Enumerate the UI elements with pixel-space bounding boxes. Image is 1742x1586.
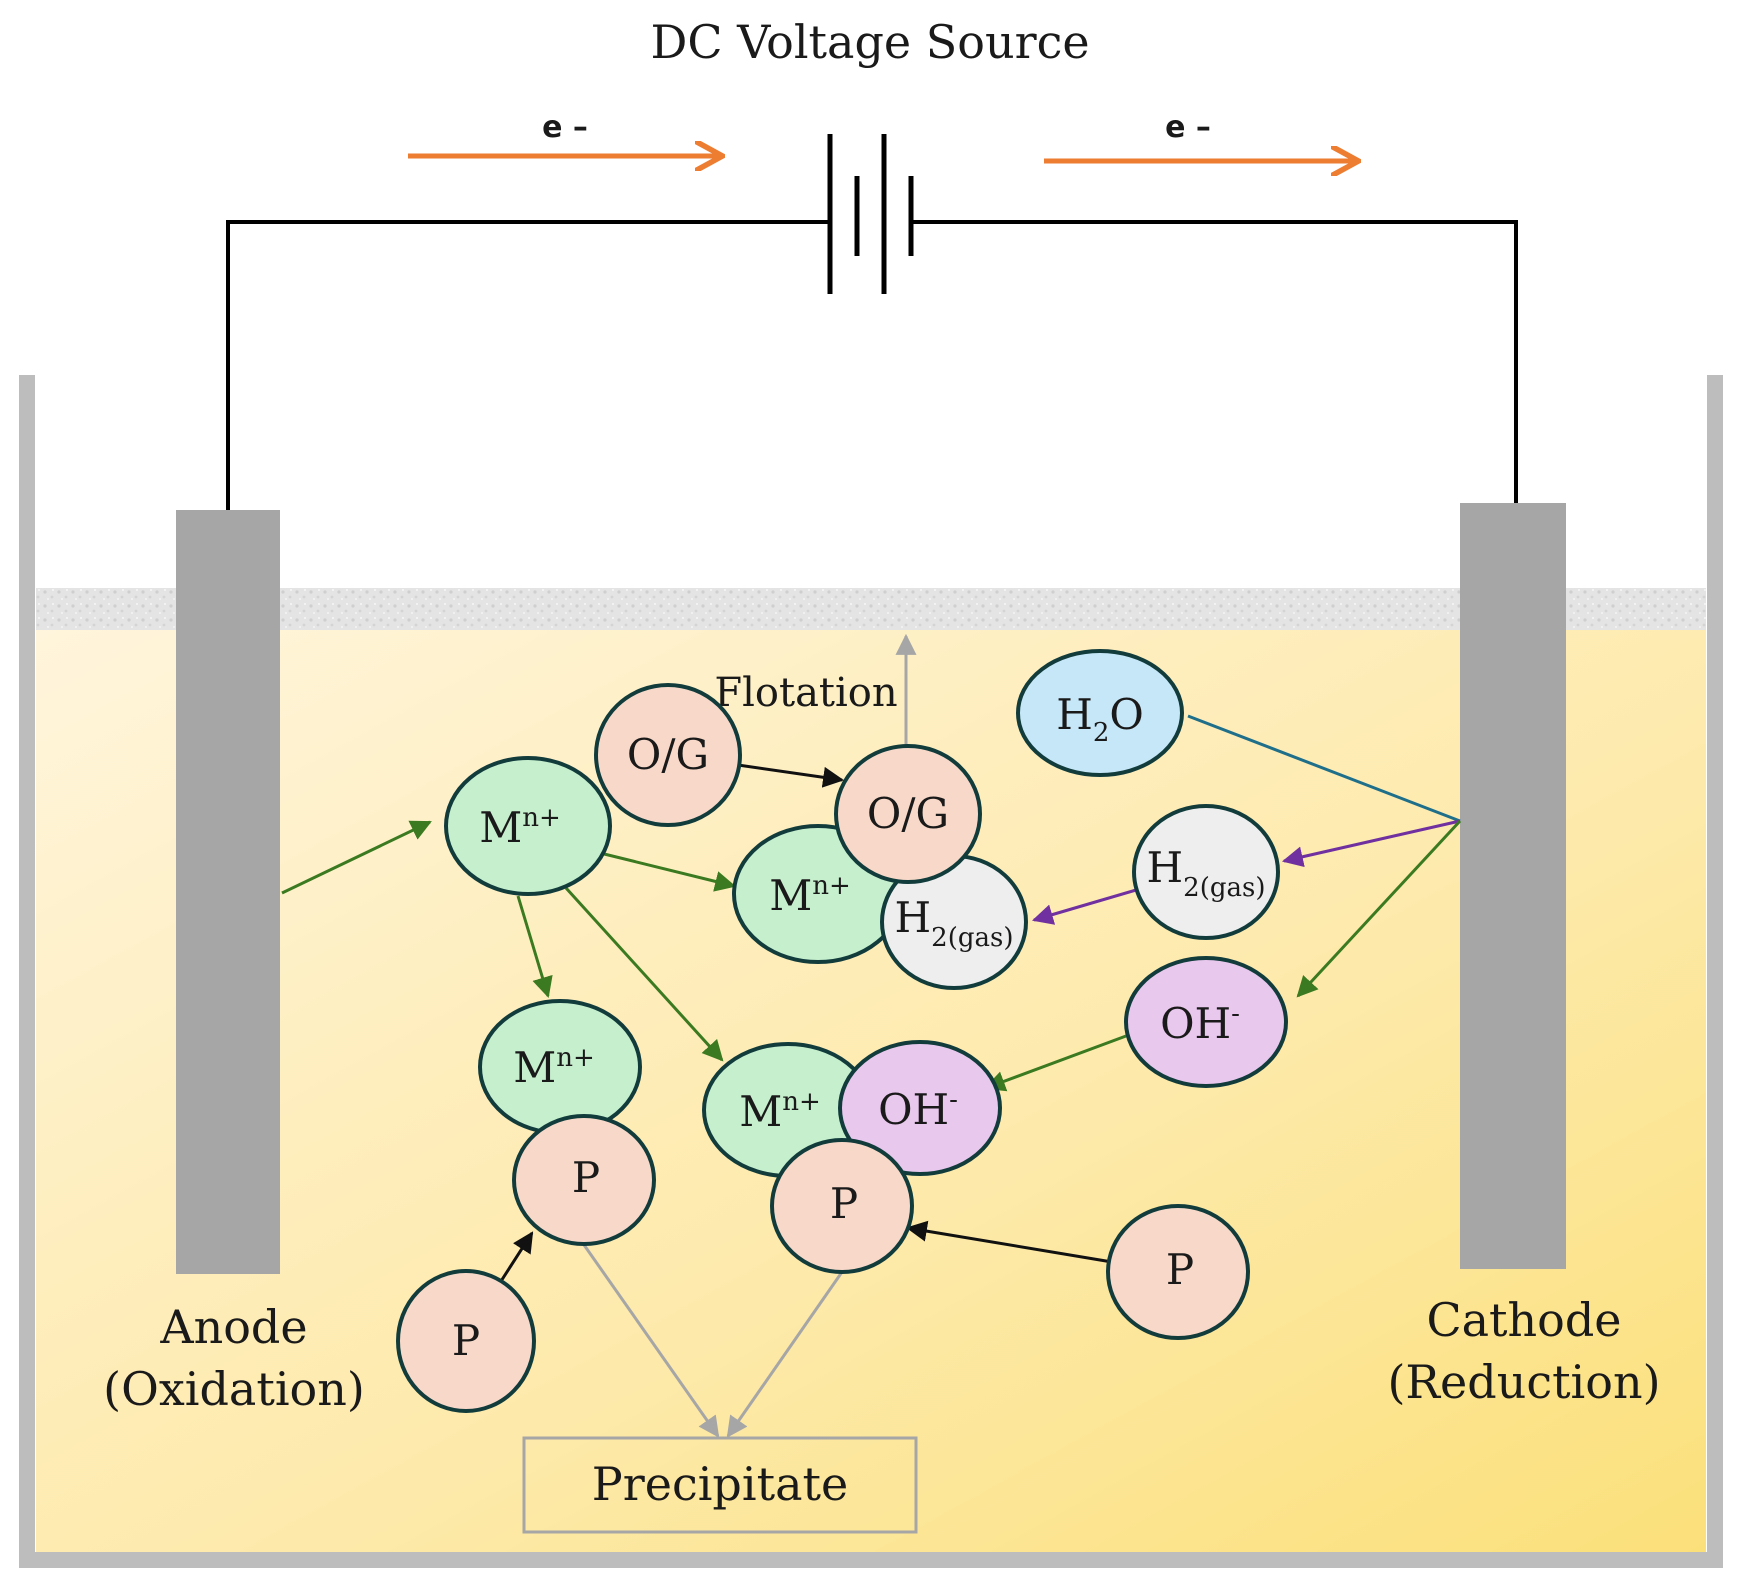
svg-text:P: P bbox=[452, 1316, 480, 1365]
svg-text:H2(gas): H2(gas) bbox=[895, 893, 1014, 953]
oil-grease-molecule: O/G bbox=[594, 683, 742, 827]
tank-wall bbox=[19, 375, 1723, 1568]
electron-label-left: e – bbox=[542, 110, 588, 145]
anode-process-label: (Oxidation) bbox=[103, 1362, 365, 1416]
svg-text:OH-: OH- bbox=[878, 1085, 958, 1134]
title-dc-voltage-source: DC Voltage Source bbox=[650, 15, 1089, 69]
svg-text:Mn+: Mn+ bbox=[769, 871, 851, 920]
cathode-electrode bbox=[1460, 503, 1566, 1269]
arrow-oh-to-oh-complex bbox=[984, 1034, 1127, 1092]
anode-label: Anode bbox=[159, 1300, 307, 1354]
precipitate-box bbox=[522, 1436, 918, 1534]
arrow-metal-ion-to-flotation-complex bbox=[595, 850, 737, 892]
hydroxide-molecule: OH- bbox=[1124, 956, 1288, 1088]
svg-text:P: P bbox=[830, 1179, 858, 1228]
precipitate-label: Precipitate bbox=[592, 1457, 848, 1511]
svg-text:Mn+: Mn+ bbox=[739, 1087, 821, 1136]
svg-text:P: P bbox=[572, 1153, 600, 1202]
circuit-wire-left bbox=[226, 220, 830, 512]
electron-label-right: e – bbox=[1165, 110, 1211, 145]
svg-text:OH-: OH- bbox=[1160, 999, 1240, 1048]
oh-complex-hydroxide: OH- bbox=[838, 1040, 1002, 1176]
pollutant-molecule-right: P bbox=[1106, 1204, 1250, 1340]
foam-layer bbox=[36, 588, 1706, 630]
arrow-anode-to-metal-ion bbox=[281, 820, 432, 895]
metal-ion-molecule: Mn+ bbox=[444, 756, 612, 896]
arrow-p-to-p-complex-right bbox=[905, 1220, 1113, 1264]
svg-text:P: P bbox=[1166, 1245, 1194, 1294]
p-complex-pollutant: P bbox=[512, 1114, 656, 1246]
pollutant-molecule-bottom-left: P bbox=[396, 1269, 536, 1413]
svg-text:O/G: O/G bbox=[867, 789, 949, 838]
arrow-metal-ion-to-oh-complex bbox=[564, 886, 724, 1062]
arrow-p-to-precipitate-right bbox=[726, 1271, 844, 1438]
anode-electrode bbox=[176, 510, 280, 1274]
circuit-wire-right bbox=[912, 220, 1518, 505]
arrow-og-to-og-complex bbox=[737, 763, 845, 788]
oh-complex-pollutant: P bbox=[770, 1138, 914, 1274]
cathode-process-label: (Reduction) bbox=[1387, 1355, 1660, 1409]
flotation-complex-oil-grease: O/G bbox=[834, 744, 982, 884]
hydrogen-gas-molecule: H2(gas) bbox=[1132, 804, 1280, 940]
cathode-label: Cathode bbox=[1426, 1293, 1621, 1347]
arrow-metal-ion-to-p-complex bbox=[516, 895, 553, 999]
flotation-complex-hydrogen: H2(gas) bbox=[880, 854, 1028, 990]
svg-text:O/G: O/G bbox=[627, 730, 709, 779]
svg-text:Mn+: Mn+ bbox=[479, 803, 561, 852]
svg-text:H2(gas): H2(gas) bbox=[1147, 843, 1266, 903]
p-complex-metal-ion: Mn+ bbox=[478, 999, 642, 1135]
flotation-label: Flotation bbox=[714, 670, 897, 716]
molecules: O/G Mn+ Mn+ H2(gas) O/G H2O H2(gas) bbox=[396, 649, 1288, 1413]
arrow-h2-to-flotation-complex bbox=[1031, 888, 1137, 925]
arrow-cathode-to-oh bbox=[1296, 819, 1462, 998]
svg-text:Mn+: Mn+ bbox=[513, 1043, 595, 1092]
water-molecule: H2O bbox=[1016, 649, 1184, 777]
reaction-arrows bbox=[281, 714, 1462, 1438]
svg-text:H2O: H2O bbox=[1056, 690, 1144, 748]
battery-symbol bbox=[827, 134, 914, 294]
arrow-p-to-precipitate-left bbox=[580, 1241, 720, 1438]
arrow-water-to-cathode bbox=[1187, 714, 1461, 823]
arrow-cathode-to-h2 bbox=[1281, 819, 1461, 868]
